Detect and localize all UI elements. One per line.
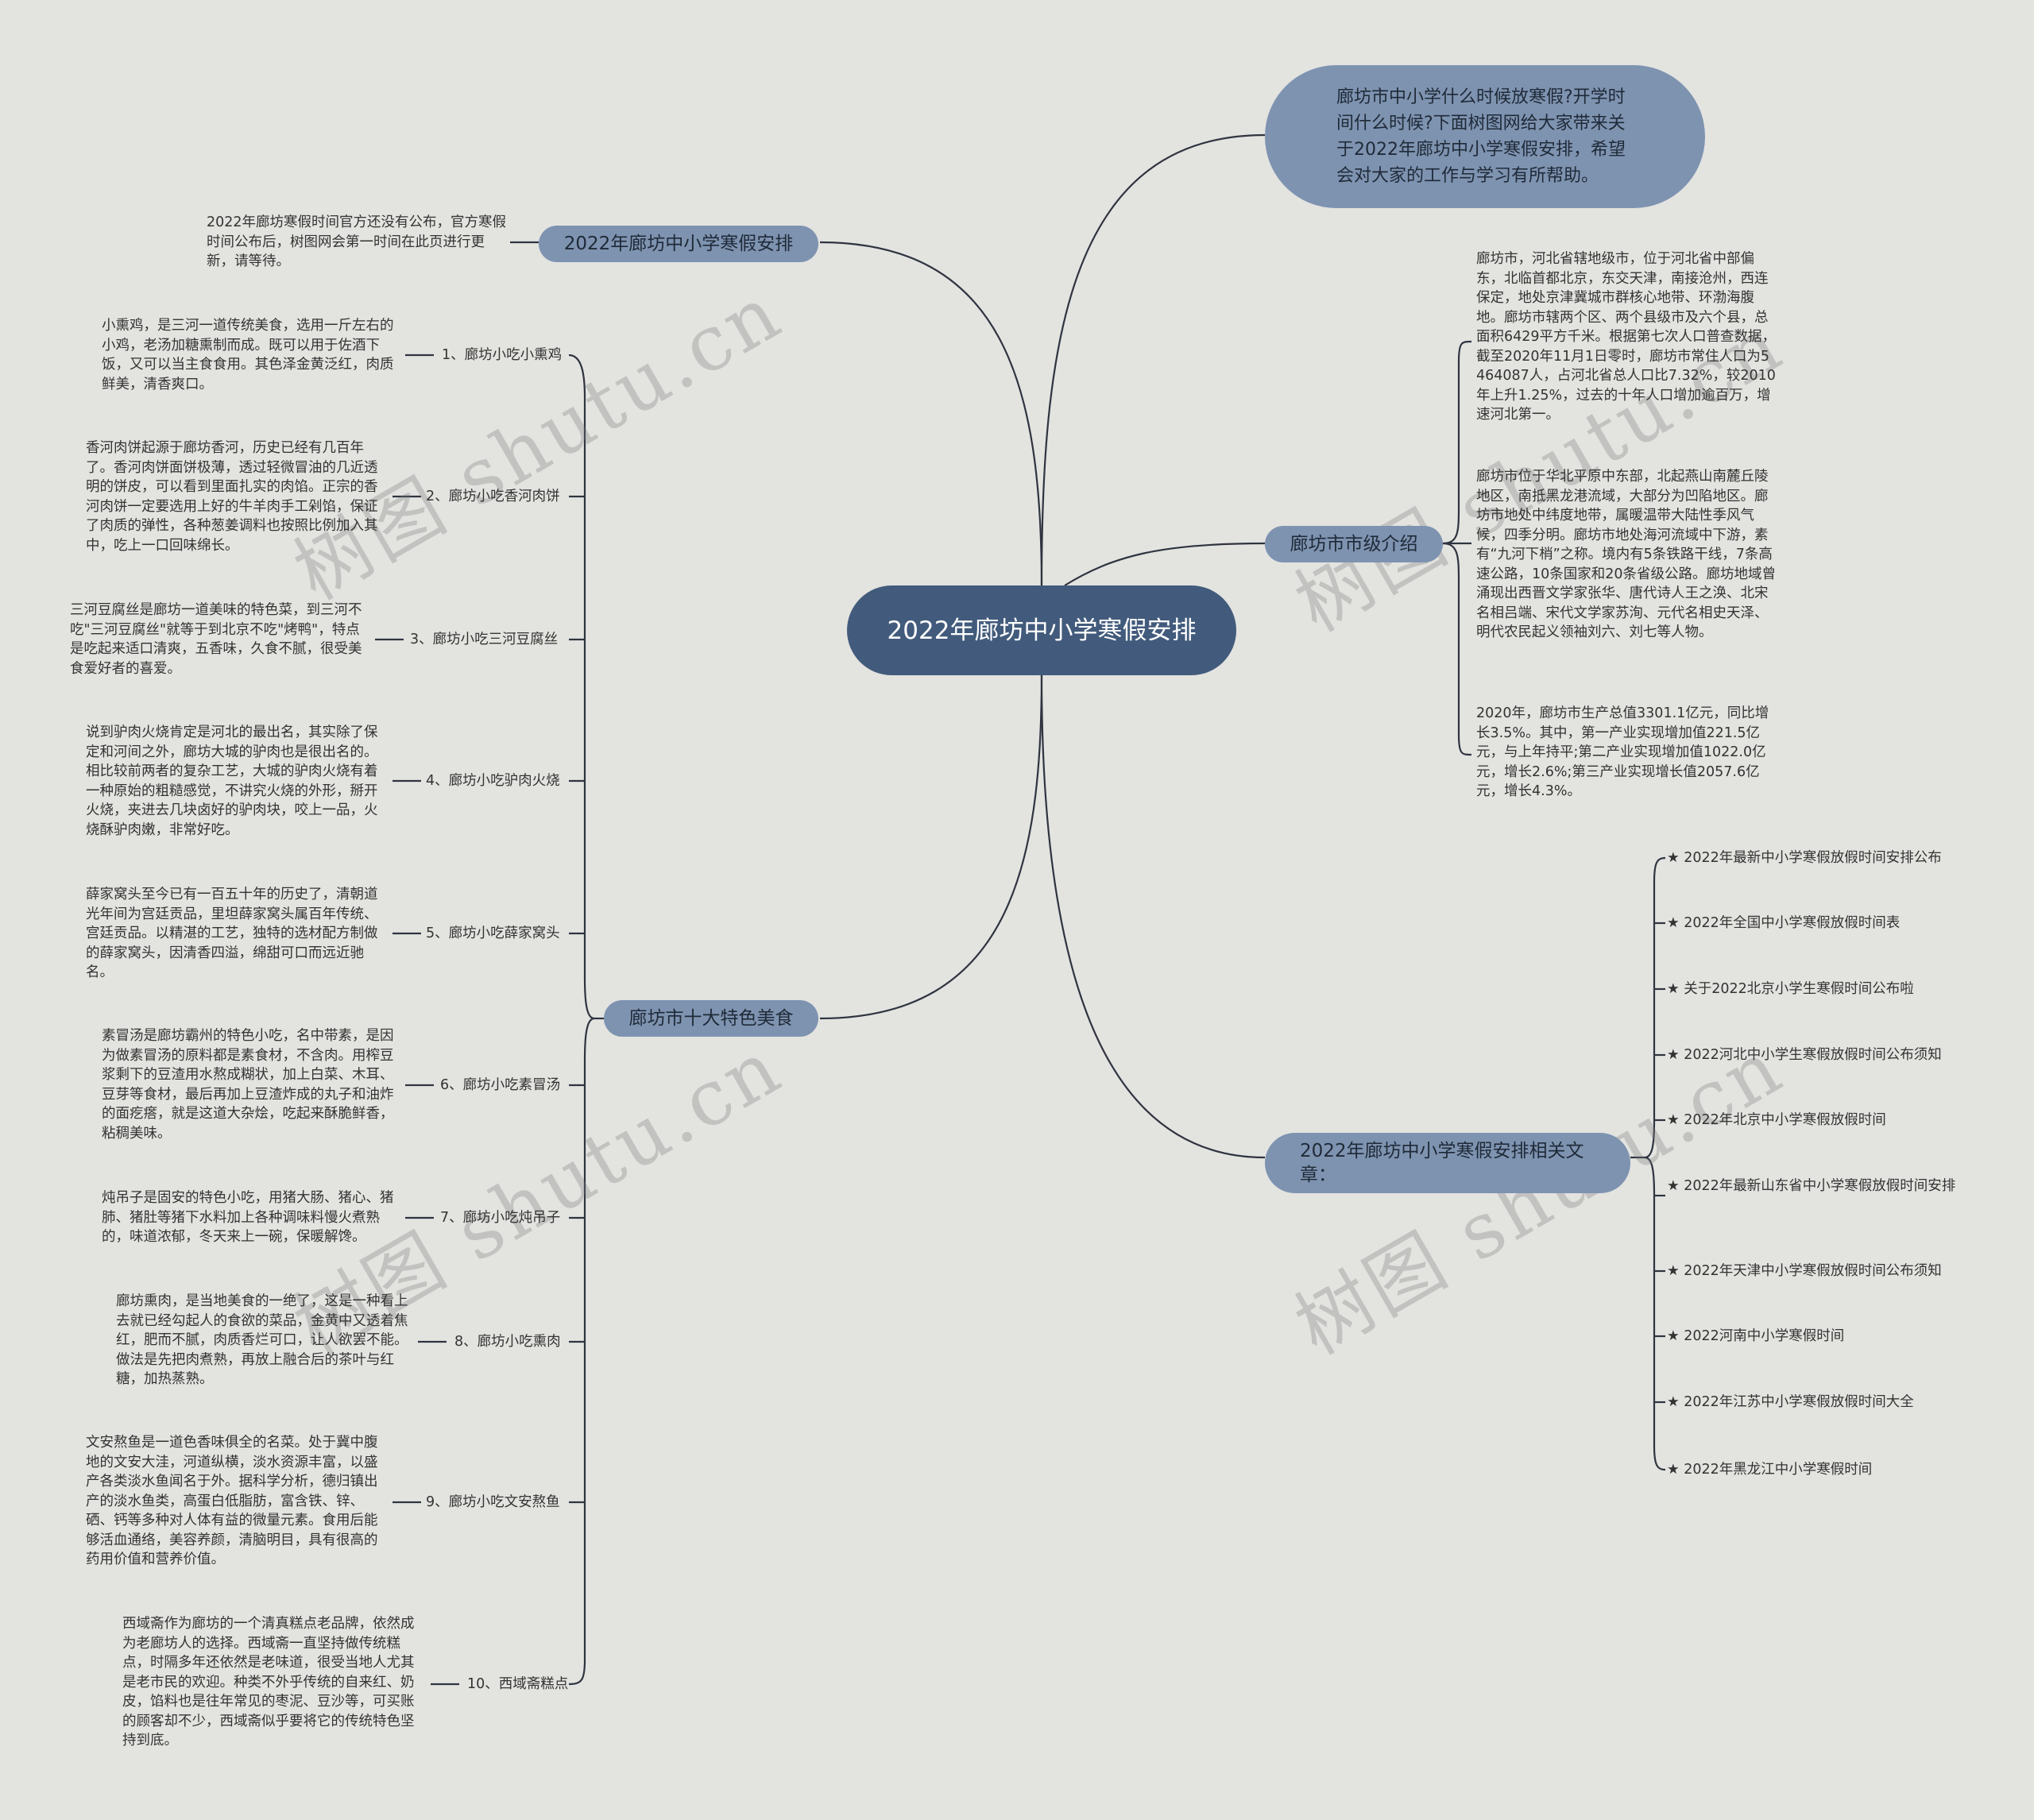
connector-root-city bbox=[1064, 542, 1266, 586]
food-desc-2: 香河肉饼起源于廊坊香河，历史已经有几百年了。香河肉饼面饼极薄，透过轻微冒油的几近… bbox=[86, 440, 378, 554]
connector-food-bottom bbox=[568, 1017, 595, 1686]
branch-schedule[interactable]: 2022年廊坊中小学寒假安排 bbox=[539, 226, 818, 262]
intro-bubble[interactable]: 廊坊市中小学什么时候放寒假?开学时间什么时候?下面树图网给大家带来关于2022年… bbox=[1265, 65, 1705, 208]
connector-root-intro bbox=[1040, 133, 1266, 586]
related-label: 2022年廊坊中小学寒假安排相关文章： bbox=[1300, 1141, 1584, 1185]
food-desc-3: 三河豆腐丝是廊坊一道美味的特色菜，到三河不吃"三河豆腐丝"就等于到北京不吃"烤鸭… bbox=[70, 602, 362, 677]
food-desc-8: 廊坊熏肉，是当地美食的一绝了，这是一种看上去就已经勾起人的食欲的菜品，金黄中又透… bbox=[116, 1293, 408, 1387]
food-desc-6: 素冒汤是廊坊霸州的特色小吃，名中带素，是因为做素冒汤的原料都是素食材，不含肉。用… bbox=[102, 1028, 394, 1142]
schedule-note: 2022年廊坊寒假时间官方还没有公布，官方寒假时间公布后，树图网会第一时间在此页… bbox=[207, 214, 507, 269]
connector-city-3 bbox=[1442, 542, 1472, 756]
food-desc-10: 西域斋作为廊坊的一个清真糕点老品牌，依然成为老廊坊人的选择。西域斋一直坚持做传统… bbox=[122, 1616, 415, 1749]
connector-root-food bbox=[819, 674, 1043, 1020]
food-item-3[interactable]: 3、廊坊小吃三河豆腐丝 bbox=[410, 632, 559, 647]
food-item-10[interactable]: 10、西域斋糕点 bbox=[467, 1676, 569, 1692]
related-link[interactable]: ★ 关于2022北京小学生寒假时间公布啦 bbox=[1667, 981, 1914, 997]
branch-food[interactable]: 廊坊市十大特色美食 bbox=[604, 1000, 818, 1037]
connector-root-related bbox=[1040, 674, 1266, 1159]
food-desc-9: 文安熬鱼是一道色香味俱全的名菜。处于冀中腹地的文安大洼，河道纵横，淡水资源丰富，… bbox=[86, 1435, 378, 1567]
intro-text: 廊坊市中小学什么时候放寒假?开学时间什么时候?下面树图网给大家带来关于2022年… bbox=[1336, 87, 1626, 186]
related-link[interactable]: ★ 2022年最新山东省中小学寒假放假时间安排 bbox=[1667, 1178, 1956, 1194]
related-link[interactable]: ★ 2022年江苏中小学寒假放假时间大全 bbox=[1667, 1394, 1914, 1410]
food-desc-1: 小熏鸡，是三河一道传统美食，选用一斤左右的小鸡，老汤加糖熏制而成。既可以用于佐酒… bbox=[102, 318, 394, 392]
related-link[interactable]: ★ 2022河北中小学生寒假放假时间公布须知 bbox=[1667, 1047, 1942, 1063]
food-item-8[interactable]: 8、廊坊小吃熏肉 bbox=[454, 1334, 561, 1350]
connector-root-schedule bbox=[819, 241, 1043, 586]
food-item-9[interactable]: 9、廊坊小吃文安熬鱼 bbox=[426, 1494, 560, 1510]
related-link[interactable]: ★ 2022年全国中小学寒假放假时间表 bbox=[1667, 915, 1901, 931]
related-link[interactable]: ★ 2022年天津中小学寒假放假时间公布须知 bbox=[1667, 1263, 1942, 1279]
branch-related[interactable]: 2022年廊坊中小学寒假安排相关文章： bbox=[1265, 1133, 1630, 1193]
food-item-1[interactable]: 1、廊坊小吃小熏鸡 bbox=[442, 347, 563, 363]
root-topic[interactable]: 2022年廊坊中小学寒假安排 bbox=[847, 585, 1236, 675]
connector-related-bottom bbox=[1644, 1156, 1666, 1471]
related-link[interactable]: ★ 2022年北京中小学寒假放假时间 bbox=[1667, 1112, 1886, 1128]
connector-related-top bbox=[1644, 856, 1666, 1159]
city-paragraph-2: 廊坊市位于华北平原中东部，北起燕山南麓丘陵地区，南抵黑龙港流域，大部分为凹陷地区… bbox=[1476, 469, 1777, 640]
connector-food-top bbox=[568, 354, 595, 1020]
branch-city[interactable]: 廊坊市市级介绍 bbox=[1265, 526, 1443, 562]
city-paragraph-1: 廊坊市，河北省辖地级市，位于河北省中部偏东，北临首都北京，东交天津，南接沧州，西… bbox=[1476, 251, 1777, 423]
related-link[interactable]: ★ 2022年最新中小学寒假放假时间安排公布 bbox=[1667, 850, 1942, 866]
related-link[interactable]: ★ 2022年黑龙江中小学寒假时间 bbox=[1667, 1462, 1873, 1478]
food-item-4[interactable]: 4、廊坊小吃驴肉火烧 bbox=[426, 773, 560, 789]
food-item-5[interactable]: 5、廊坊小吃薛家窝头 bbox=[426, 925, 560, 941]
food-desc-4: 说到驴肉火烧肯定是河北的最出名，其实除了保定和河间之外，廊坊大城的驴肉也是很出名… bbox=[86, 725, 378, 838]
connector-city-1 bbox=[1442, 340, 1472, 545]
food-item-7[interactable]: 7、廊坊小吃炖吊子 bbox=[440, 1210, 561, 1226]
food-item-2[interactable]: 2、廊坊小吃香河肉饼 bbox=[426, 489, 560, 504]
city-paragraph-3: 2020年，廊坊市生产总值3301.1亿元，同比增长3.5%。其中，第一产业实现… bbox=[1476, 705, 1769, 799]
food-desc-7: 炖吊子是固安的特色小吃，用猪大肠、猪心、猪肺、猪肚等猪下水料加上各种调味料慢火煮… bbox=[102, 1190, 394, 1245]
food-item-6[interactable]: 6、廊坊小吃素冒汤 bbox=[440, 1077, 561, 1093]
related-link[interactable]: ★ 2022河南中小学寒假时间 bbox=[1667, 1328, 1845, 1344]
food-desc-5: 薛家窝头至今已有一百五十年的历史了，清朝道光年间为宫廷贡品，里坦薛家窝头属百年传… bbox=[86, 887, 378, 980]
